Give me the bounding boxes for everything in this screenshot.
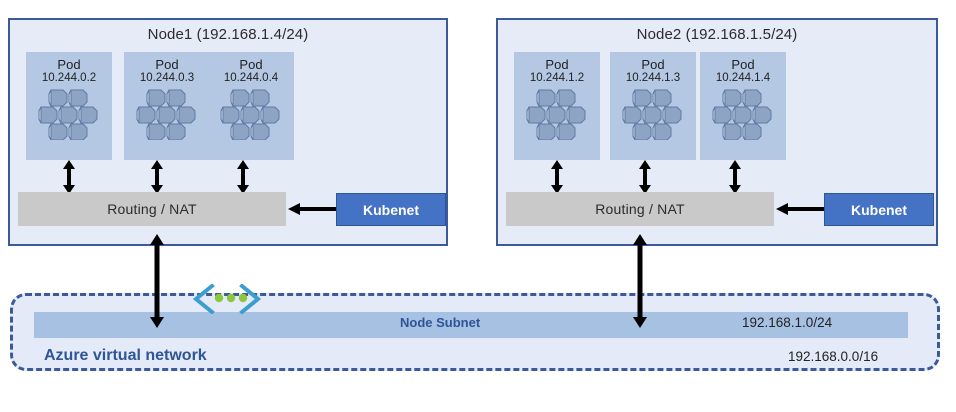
pod-label: Pod	[641, 57, 665, 72]
pod-label: Pod	[239, 57, 263, 72]
arrow-node2-subnet	[633, 234, 647, 328]
pod-tile-10-244-0-3[interactable]: Pod 10.244.0.3	[124, 52, 210, 160]
node2-title: Node2 (192.168.1.5/24)	[636, 26, 798, 43]
pod-ip: 10.244.1.2	[529, 72, 585, 84]
node-subnet-cidr: 192.168.1.0/24	[742, 315, 833, 330]
node-subnet-bar	[34, 312, 908, 338]
pod-tile-10-244-0-2[interactable]: Pod 10.244.0.2	[26, 52, 112, 160]
arrow-pod3-routing-node1	[237, 160, 249, 194]
arrow-pod1-routing-node2	[551, 160, 563, 194]
routing-nat-bar-node1: Routing / NAT	[18, 192, 286, 226]
arrow-kubenet-routing-node2	[776, 203, 824, 215]
azure-vnet-cidr: 192.168.0.0/16	[788, 349, 879, 364]
pod-tile-10-244-0-4[interactable]: Pod 10.244.0.4	[208, 52, 294, 160]
pod-ip: 10.244.0.4	[223, 72, 279, 84]
pod-cluster-icon	[220, 89, 280, 140]
arrow-kubenet-routing-node1	[288, 203, 336, 215]
routing-nat-bar-node2: Routing / NAT	[506, 192, 774, 226]
pod-label: Pod	[155, 57, 179, 72]
pod-tile-10-244-1-2[interactable]: Pod 10.244.1.2	[514, 52, 600, 160]
kubenet-label: Kubenet	[851, 201, 907, 218]
arrow-pod1-routing-node1	[63, 160, 75, 194]
azure-vnet-label: Azure virtual network	[44, 347, 207, 364]
pod-label: Pod	[545, 57, 569, 72]
routing-nat-label: Routing / NAT	[107, 201, 197, 217]
arrow-pod2-routing-node2	[639, 160, 651, 194]
node-subnet-label: Node Subnet	[400, 315, 481, 330]
node1-title: Node1 (192.168.1.4/24)	[147, 26, 309, 43]
pod-ip: 10.244.0.3	[139, 72, 195, 84]
pod-cluster-icon	[38, 89, 98, 140]
pod-tile-10-244-1-3[interactable]: Pod 10.244.1.3	[610, 52, 696, 160]
pod-ip: 10.244.1.3	[625, 72, 681, 84]
pod-ip: 10.244.0.2	[41, 72, 97, 84]
pod-cluster-icon	[712, 89, 772, 140]
pod-cluster-icon	[136, 89, 196, 140]
network-connector-icon	[192, 284, 262, 314]
routing-nat-label: Routing / NAT	[595, 201, 685, 217]
kubenet-box-node2[interactable]: Kubenet	[824, 193, 934, 226]
pod-label: Pod	[731, 57, 755, 72]
arrow-pod2-routing-node1	[151, 160, 163, 194]
arrow-pod3-routing-node2	[729, 160, 741, 194]
kubenet-box-node1[interactable]: Kubenet	[336, 193, 446, 226]
arrow-node1-subnet	[150, 234, 164, 328]
kubenet-label: Kubenet	[363, 201, 419, 218]
pod-cluster-icon	[526, 89, 586, 140]
pod-cluster-icon	[622, 89, 682, 140]
pod-tile-10-244-1-4[interactable]: Pod 10.244.1.4	[700, 52, 786, 160]
pod-label: Pod	[57, 57, 81, 72]
pod-ip: 10.244.1.4	[715, 72, 771, 84]
